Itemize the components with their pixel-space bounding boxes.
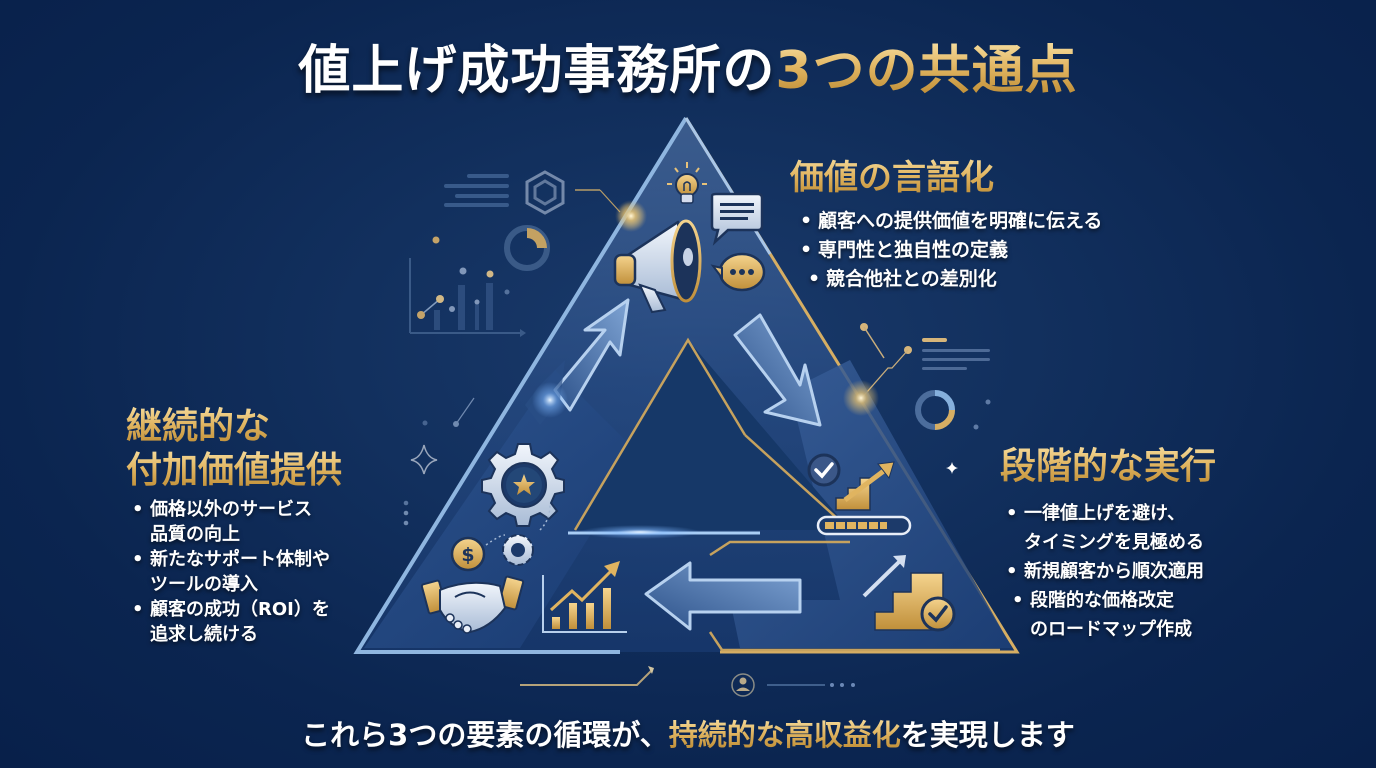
left-arrow (644, 540, 1000, 652)
list-item: 新たなサポート体制や ツールの導入 (130, 547, 342, 597)
footer-prefix: これら3つの要素の循環が、 (301, 718, 669, 752)
section-right-heading: 段階的な実行 (1000, 446, 1217, 487)
footer-summary: これら3つの要素の循環が、持続的な高収益化を実現します (0, 712, 1376, 754)
section-top-heading: 価値の言語化 (790, 156, 1102, 200)
growth-chart-icon (542, 561, 627, 633)
list-item: 顧客の成功（ROI）を 追求し続ける (130, 597, 342, 647)
list-item: 新規顧客から順次適用 (1004, 557, 1216, 586)
list-item: 顧客への提供価値を明確に伝える (798, 207, 1102, 236)
stairs-arrow-icon (835, 461, 895, 511)
list-item: 段階的な価格改定 のロードマップ作成 (1010, 586, 1216, 644)
speech-bubble-dots-icon (710, 252, 766, 292)
section-right-bullets: 一律値上げを避け、 タイミングを見極める 新規顧客から順次適用 段階的な価格改定… (1004, 499, 1216, 644)
section-top-bullets: 顧客への提供価値を明確に伝える 専門性と独自性の定義 競合他社との差別化 (798, 207, 1102, 294)
list-item: 競合他社との差別化 (806, 265, 1102, 294)
title-highlight: 3つの共通点 (775, 41, 1078, 101)
small-gear-icon (502, 534, 534, 566)
page-title: 値上げ成功事務所の3つの共通点 (0, 28, 1376, 103)
footer-highlight: 持続的な高収益化 (668, 718, 901, 752)
dollar-coin-icon: $ (450, 536, 486, 572)
section-left-bullets: 価格以外のサービス 品質の向上 新たなサポート体制や ツールの導入 顧客の成功（… (130, 497, 342, 647)
footer-suffix: を実現します (900, 718, 1075, 752)
list-item: 価格以外のサービス 品質の向上 (130, 497, 342, 547)
lightbulb-icon (667, 162, 707, 204)
section-right: 段階的な実行 一律値上げを避け、 タイミングを見極める 新規顧客から順次適用 段… (1000, 445, 1216, 644)
section-left-heading-line1: 継続的な (126, 405, 342, 449)
megaphone-icon (613, 219, 702, 314)
stairs-check-icon (874, 572, 956, 632)
list-item: 専門性と独自性の定義 (798, 236, 1102, 265)
gear-star-icon (481, 443, 565, 527)
handshake-icon (420, 575, 525, 634)
speech-bubble-lines-icon (710, 192, 764, 246)
check-circle-icon (807, 453, 841, 487)
inner-triangle (568, 337, 851, 539)
svg-text:$: $ (461, 544, 474, 566)
title-prefix: 値上げ成功事務所の (298, 41, 776, 101)
section-left-heading-line2: 付加価値提供 (126, 450, 343, 491)
progress-bar-icon (816, 515, 912, 536)
decor-right (731, 323, 991, 697)
list-item: 一律値上げを避け、 タイミングを見極める (1004, 499, 1216, 557)
section-left: 継続的な 付加価値提供 価格以外のサービス 品質の向上 新たなサポート体制や ツ… (126, 405, 342, 647)
arrow-up-right-icon (862, 555, 906, 598)
down-arrow (733, 313, 822, 427)
section-top: 価値の言語化 顧客への提供価値を明確に伝える 専門性と独自性の定義 競合他社との… (790, 156, 1102, 294)
